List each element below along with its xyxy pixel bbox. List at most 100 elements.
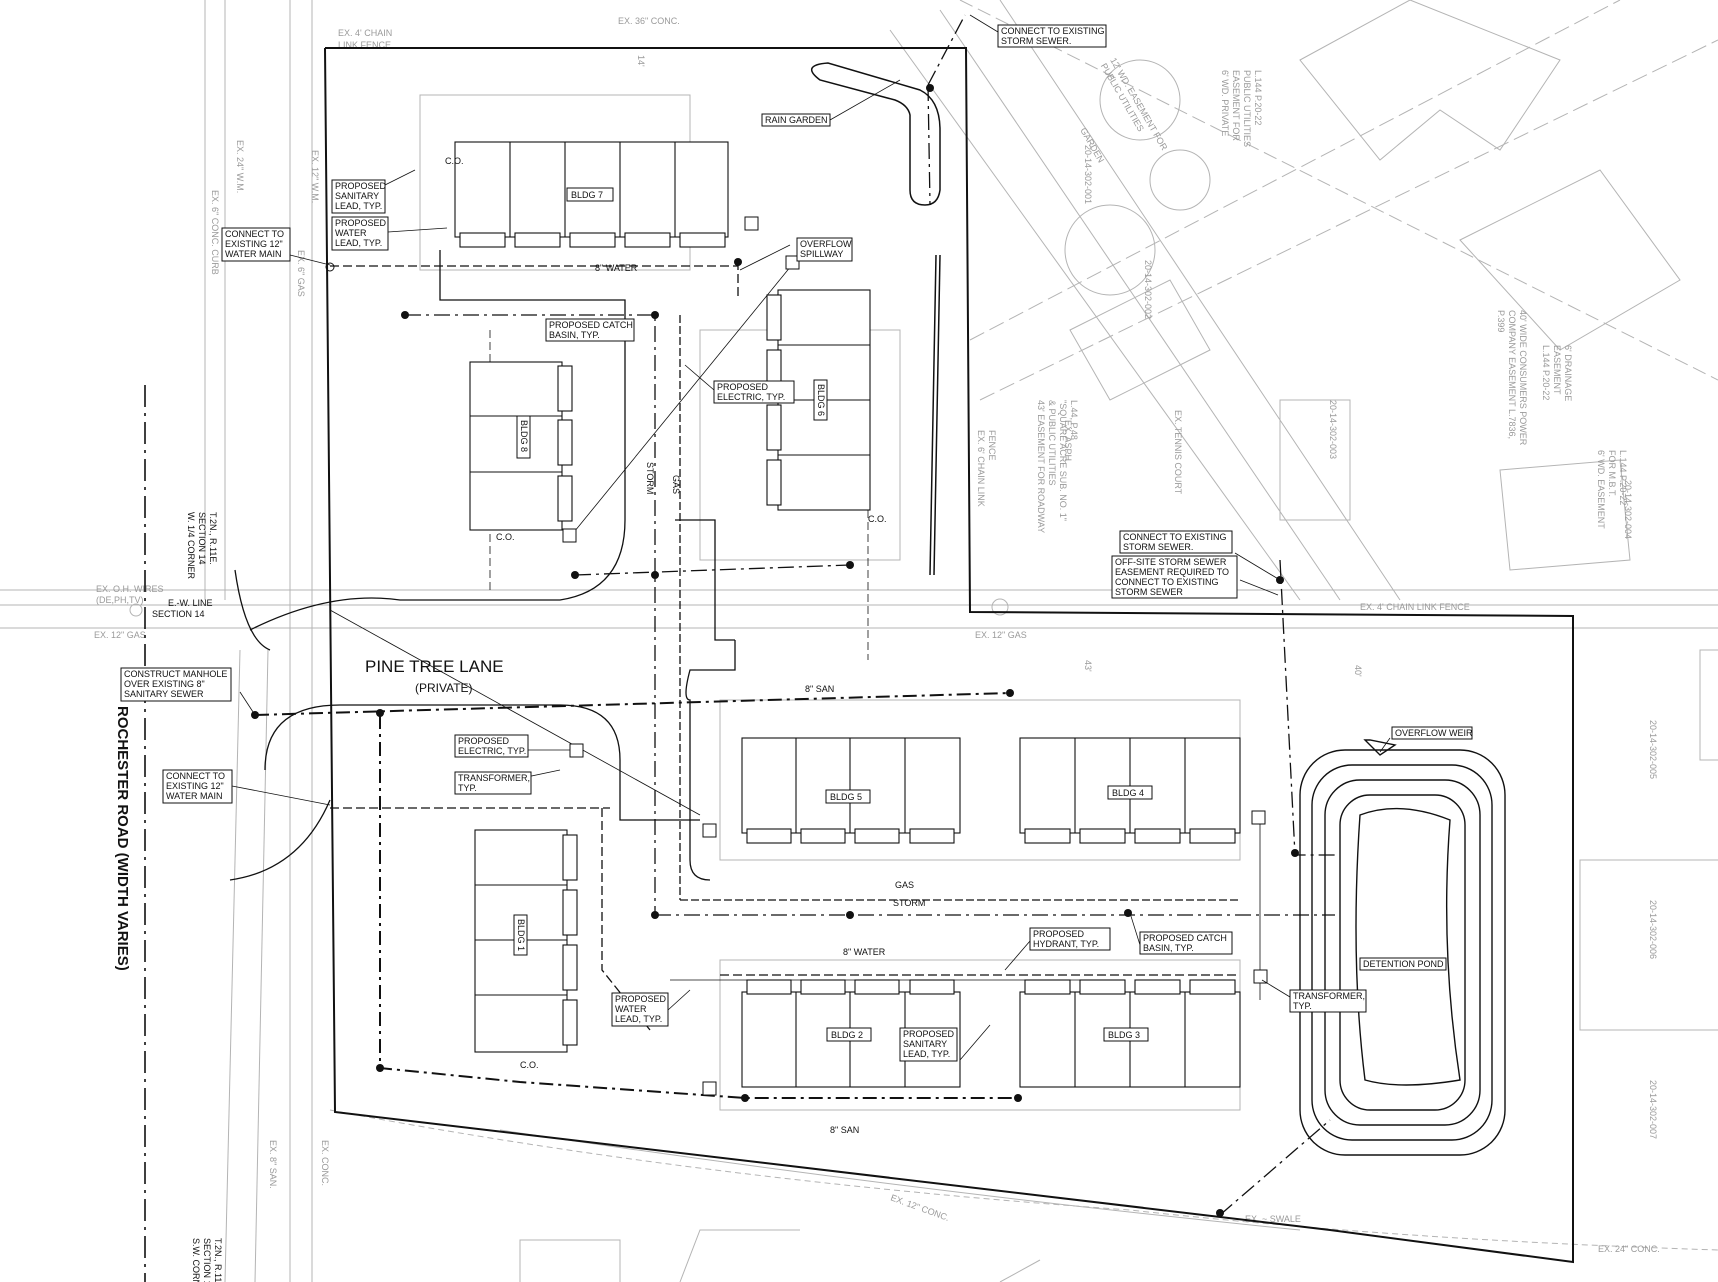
parcel-002-label: 20-14-302-002 [1143, 260, 1153, 319]
callout-rain-garden: RAIN GARDEN [765, 115, 828, 125]
co-label-3: C.O. [868, 514, 887, 524]
pine-tree-lane-private-label: (PRIVATE) [415, 681, 473, 695]
bldg-8-label: BLDG 8 [519, 420, 529, 452]
parcel-005-label: 20-14-302-005 [1648, 720, 1658, 779]
callout-overflow-weir: OVERFLOW WEIR [1395, 728, 1473, 738]
transformers [562, 216, 1268, 1096]
co-label-4: C.O. [520, 1060, 539, 1070]
parcel-006-label: 20-14-302-006 [1648, 900, 1658, 959]
bldg-2-label: BLDG 2 [831, 1030, 863, 1040]
ex-12-gas-right-label: EX. 12" GAS [975, 630, 1027, 640]
building-labels: BLDG 7 BLDG 6 BLDG 8 BLDG 5 BLDG 4 BLDG … [516, 190, 1144, 1040]
mbt-easement-label: 6' WD. EASEMENTFOR M.B.T.L.144 P.20-22 [1596, 450, 1628, 529]
storm-mid-label: STORM [893, 898, 925, 908]
ex-conc-bottom-label: EX. CONC. [320, 1140, 330, 1186]
ex-conc-curb-label: EX. 6" CONC. CURB [210, 190, 220, 275]
bldg-1-label: BLDG 1 [516, 919, 526, 951]
gas-mid-label: GAS [895, 880, 914, 890]
detention-pond [1299, 739, 1506, 1156]
ex-asph-label: EX. ASPH. [1063, 420, 1073, 464]
ex-12-wm-top-label: EX. 12" W.M. [310, 150, 320, 203]
ex-24-conc-bottom-label: EX. 24" CONC. [1598, 1244, 1660, 1254]
co-label-1: C.O. [445, 156, 464, 166]
dim-43-label: 43' [1083, 660, 1093, 672]
ex-6-gas-label: EX. 6" GAS [296, 250, 306, 297]
rochester-road-label: ROCHESTER ROAD (WIDTH VARIES) [114, 706, 131, 971]
buildings [454, 141, 1241, 1088]
callout-detention-pond: DETENTION POND [1363, 959, 1444, 969]
dim-14-label: 14' [636, 55, 646, 67]
callout-leaders [231, 14, 1391, 1061]
building-1 [474, 829, 578, 1053]
ex-12-gas-left-label: EX. 12" GAS [94, 630, 146, 640]
water-bottom-label: 8" WATER [843, 947, 886, 957]
building-4 [1019, 737, 1241, 844]
building-3 [1019, 979, 1241, 1088]
pine-tree-lane-label: PINE TREE LANE [365, 657, 504, 676]
pine-tree-lane-road [229, 250, 736, 881]
public-util-easement-label: 12' WD. EASEMENT FORPUBLIC UTILITIES [1099, 56, 1170, 158]
bldg-7-label: BLDG 7 [571, 190, 603, 200]
san-bottom-label: 8" SAN [830, 1125, 859, 1135]
road-easement-label: 43' EASEMENT FOR ROADWAY& PUBLIC UTILITI… [1036, 400, 1079, 533]
consumers-easement-label: 40' WIDE CONSUMERS POWERCOMPANY EASEMENT… [1496, 310, 1528, 446]
ex-8-san-bottom-label: EX. 8" SAN. [268, 1140, 278, 1189]
bldg-3-label: BLDG 3 [1108, 1030, 1140, 1040]
building-5 [741, 737, 961, 844]
ex-36-conc-label: EX. 36" CONC. [618, 16, 680, 26]
building-7 [454, 141, 729, 248]
building-8 [469, 361, 573, 531]
ex-oh-wires-label: EX. O.H. WIRES(DE,PH,TV) [96, 584, 164, 605]
bldg-6-label: BLDG 6 [816, 384, 826, 416]
tennis-court-label: EX. TENNIS COURT [1173, 410, 1183, 495]
callout-transformer-left: TRANSFORMER,TYP. [458, 773, 530, 793]
ex-24-wm-label: EX. 24" W.M. [235, 140, 245, 193]
ex-12-conc-bottom-label: EX. 12" CONC. [889, 1192, 950, 1223]
parcel-007-label: 20-14-302-007 [1648, 1080, 1658, 1139]
property-boundary [324, 47, 1574, 1264]
ex-6-chain-link-label: EX. 6' CHAIN LINKFENCE [976, 430, 997, 507]
gas-vert-label: GAS [671, 475, 681, 494]
building-6 [766, 289, 871, 511]
rain-garden [811, 62, 941, 576]
dim-40-label: 40' [1353, 665, 1363, 677]
ex-chain-link-right-label: EX. 4' CHAIN LINK FENCE [1360, 602, 1470, 612]
utility-labels: 8" WATER 8" SAN GAS STORM 8" WATER 8" SA… [445, 156, 925, 1135]
sw-corner-label: S.W. CORNERSECTION 14T.2N., R.11E. [191, 1238, 223, 1282]
bldg-5-label: BLDG 5 [830, 792, 862, 802]
storm-vert-label: STORM [645, 462, 655, 494]
co-label-2: C.O. [496, 532, 515, 542]
water-top-label: 8" WATER [595, 263, 638, 273]
swale-label: EX. ~ SWALE [1245, 1214, 1301, 1224]
private-easement-label: 6' WD. PRIVATEEASEMENT FORPUBLIC UTILITI… [1220, 70, 1263, 147]
drainage-easement-label: 6' DRAINAGEEASEMENTL.144 P.20-22 [1541, 345, 1573, 401]
callout-transformer-right: TRANSFORMER,TYP. [1293, 991, 1365, 1011]
utility-lines [254, 14, 1335, 1216]
san-top-label: 8" SAN [805, 684, 834, 694]
quarter-corner-label: W. 1/4 CORNERSECTION 14T.2N., R.11E. [186, 512, 218, 580]
parcel-003-label: 20-14-302-003 [1328, 400, 1338, 459]
parcel-001-label: 20-14-302-001 [1083, 145, 1093, 204]
parcel-004-label: 20-14-302-004 [1623, 480, 1633, 539]
bldg-4-label: BLDG 4 [1112, 788, 1144, 798]
